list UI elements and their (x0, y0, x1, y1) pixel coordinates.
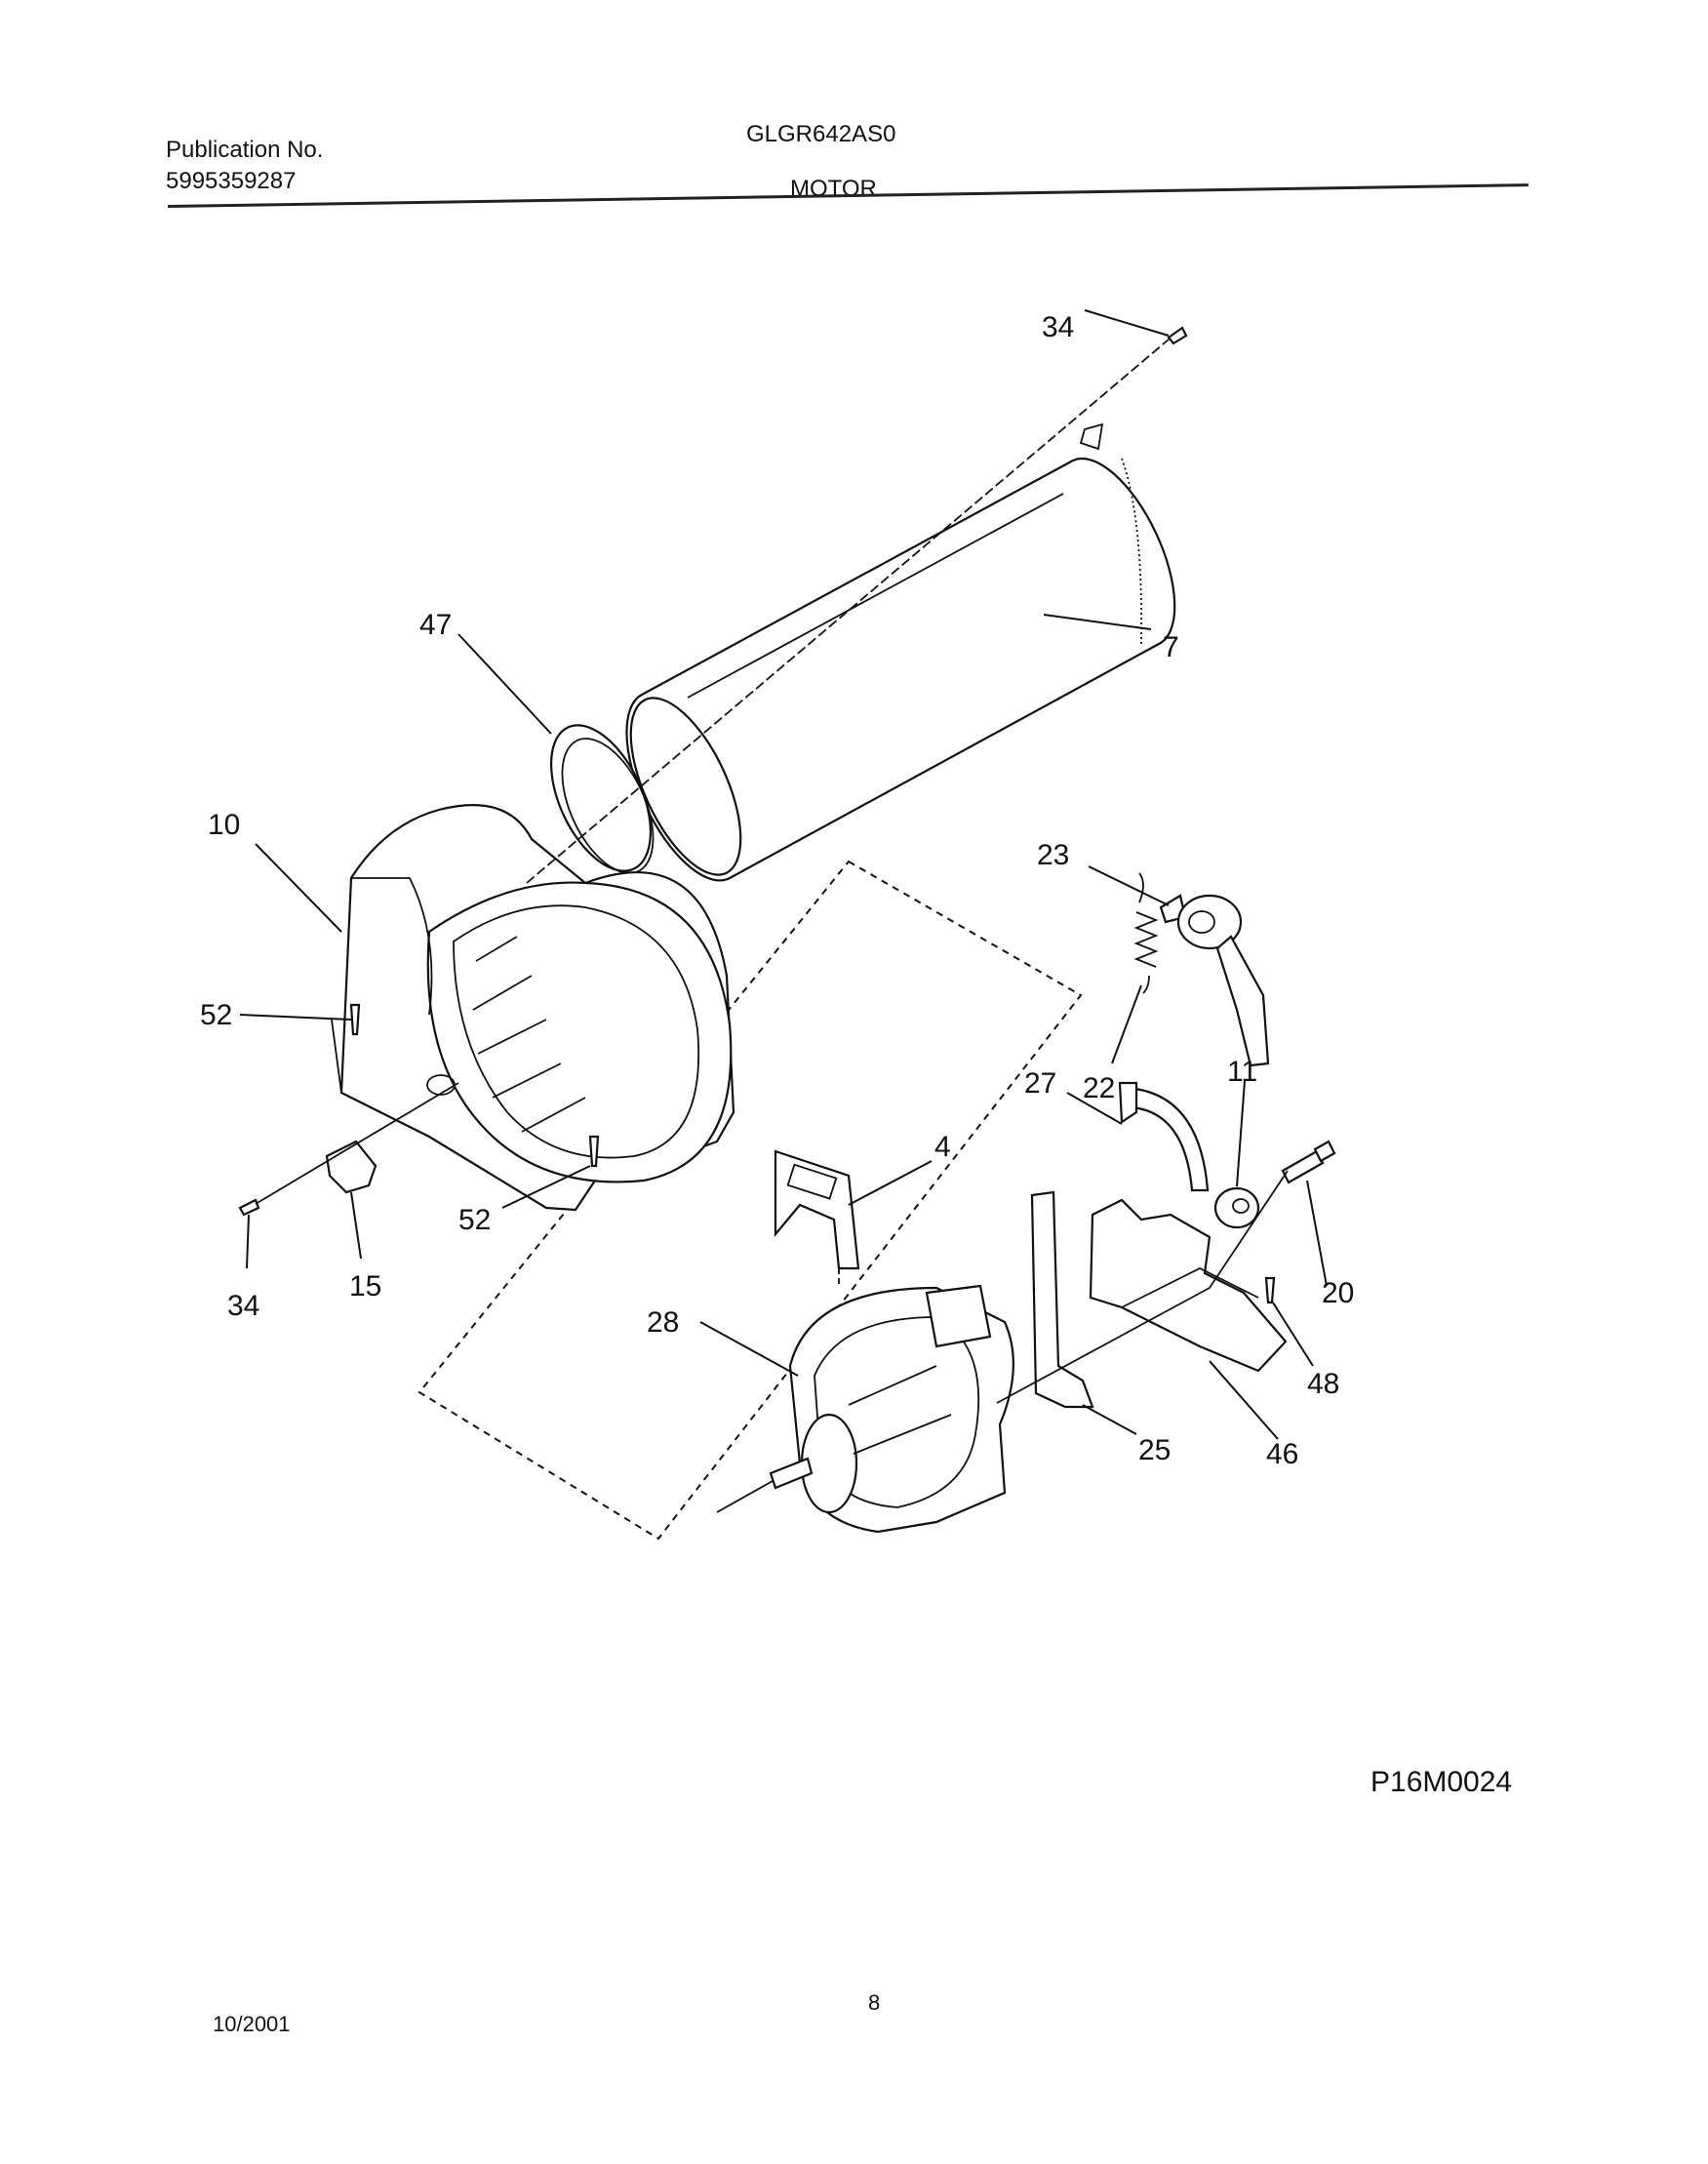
callout-47: 47 (419, 609, 452, 641)
callout-52-left: 52 (200, 999, 232, 1031)
screw-52-left (349, 1003, 361, 1036)
callout-11: 11 (1227, 1056, 1257, 1088)
model-number: GLGR642AS0 (746, 121, 896, 147)
part-20-bolt (1281, 1140, 1336, 1184)
callout-34-bottom: 34 (227, 1290, 259, 1322)
assembly-lines (255, 339, 1289, 1513)
callout-52-bottom: 52 (458, 1204, 491, 1236)
part-10-blower-housing (331, 803, 735, 1212)
publication-label: Publication No. (166, 137, 324, 163)
callout-27: 27 (1024, 1067, 1056, 1100)
callout-10: 10 (208, 809, 240, 841)
callout-7: 7 (1163, 631, 1179, 663)
part-4-bracket (774, 1149, 860, 1270)
screw-icons (238, 326, 1276, 1304)
callout-46: 46 (1266, 1438, 1298, 1470)
callout-48: 48 (1307, 1368, 1339, 1400)
publication-date: 10/2001 (213, 2012, 291, 2036)
callout-15: 15 (349, 1270, 381, 1302)
part-22-spring (1133, 872, 1159, 994)
callout-23: 23 (1037, 839, 1069, 871)
callout-25: 25 (1138, 1434, 1171, 1466)
callout-28: 28 (647, 1306, 679, 1339)
part-27-belt-guard (1118, 1081, 1210, 1192)
publication-number: 5995359287 (166, 168, 297, 194)
screw-34-top (1167, 326, 1188, 345)
callout-34-top: 34 (1042, 311, 1074, 343)
part-15-connector (325, 1140, 377, 1194)
part-7-duct (625, 422, 1176, 882)
leader-lines (239, 309, 1328, 1440)
callout-4: 4 (934, 1131, 951, 1163)
callout-22: 22 (1083, 1072, 1115, 1104)
page-number: 8 (868, 1990, 881, 2015)
screw-34-bottom (238, 1198, 260, 1217)
assembly-outline (417, 860, 1083, 1541)
diagram-code: P16M0024 (1370, 1766, 1513, 1798)
part-46-mount-bracket (1089, 1198, 1288, 1373)
callout-20: 20 (1322, 1277, 1354, 1309)
part-23-idler-pulley (1159, 894, 1270, 1067)
part-28-drive-motor (769, 1284, 1014, 1534)
part-25-belt (1030, 1190, 1094, 1409)
screw-52-bottom (588, 1135, 600, 1168)
part-11-roller (1213, 1186, 1260, 1229)
screw-48 (1264, 1276, 1276, 1304)
section-title: MOTOR (790, 176, 877, 202)
